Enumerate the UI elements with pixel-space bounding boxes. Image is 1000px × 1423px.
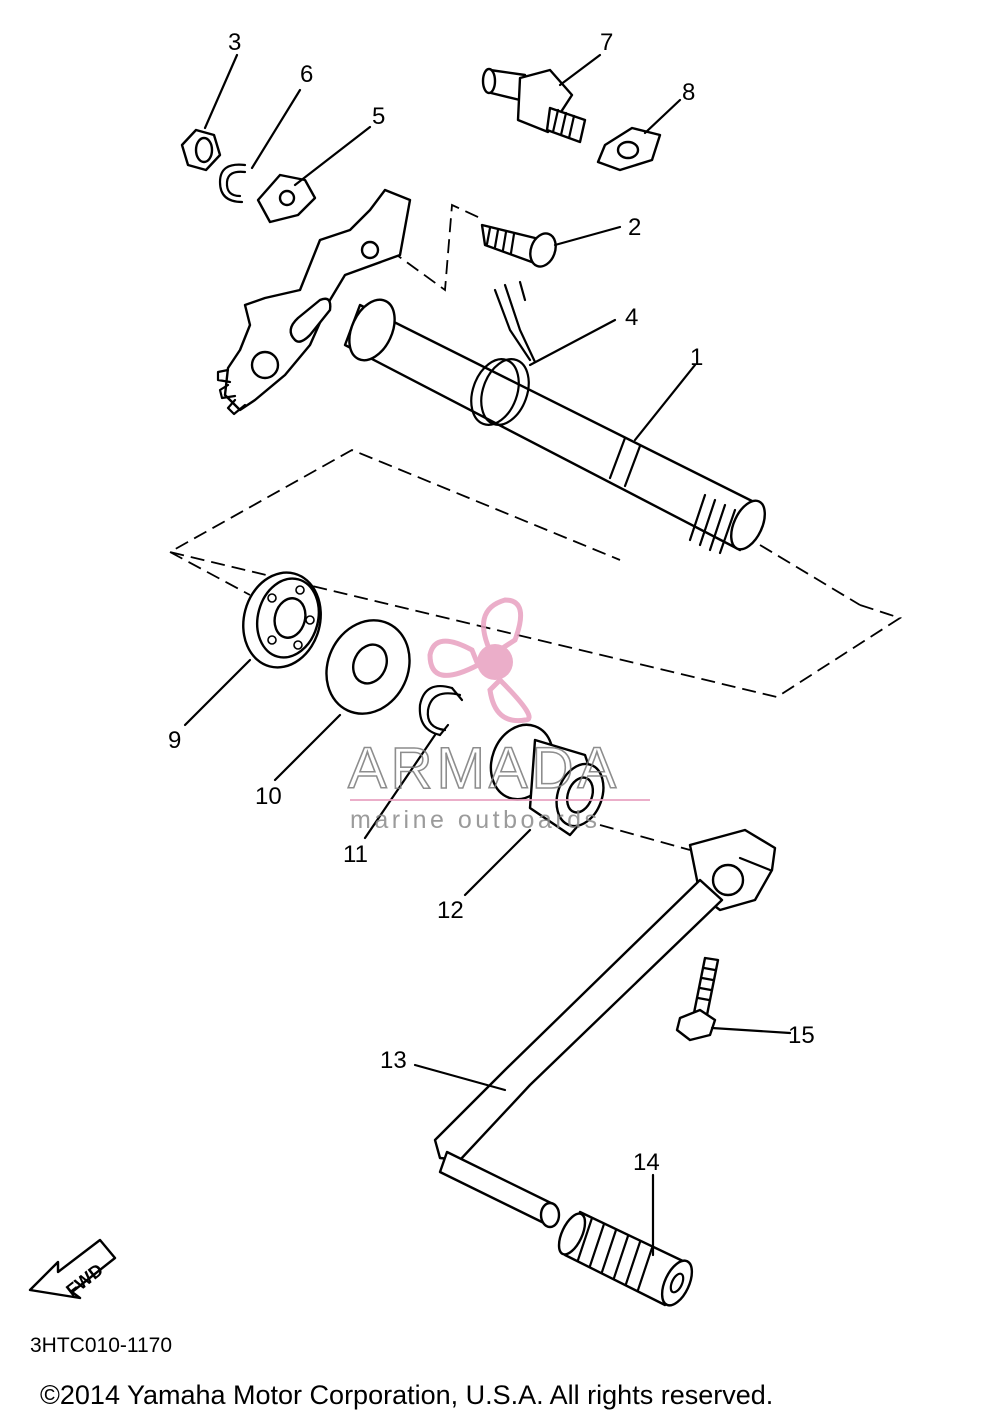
copyright-notice: ©2014 Yamaha Motor Corporation, U.S.A. A… (40, 1380, 774, 1410)
part-1-shift-shaft (216, 188, 766, 555)
part-4-spring (470, 280, 537, 426)
part-12-oil-seal (489, 723, 605, 837)
callout-11: 11 (343, 841, 368, 868)
armada-watermark: ARMADA marine outboards (347, 597, 650, 834)
callout-15: 15 (788, 1022, 815, 1049)
fwd-arrow-icon: FWD (28, 1238, 117, 1301)
callout-1: 1 (690, 344, 703, 371)
diagram-code: 3HTC010-1170 (30, 1334, 173, 1357)
part-10-washer (325, 619, 411, 715)
callout-8: 8 (682, 79, 695, 106)
part-15-bolt (675, 956, 720, 1042)
callout-5: 5 (372, 103, 385, 130)
part-2-bolt (480, 223, 557, 268)
part-8-lock-washer (596, 126, 662, 172)
reference-lines (167, 203, 903, 851)
part-13-shift-pedal (433, 828, 777, 1229)
callout-2: 2 (628, 214, 641, 241)
propeller-logo-icon (427, 597, 532, 724)
callout-6: 6 (300, 61, 313, 88)
part-7-stud-bolt (481, 67, 587, 144)
callout-12: 12 (437, 897, 464, 924)
callout-7: 7 (600, 29, 613, 56)
part-6-circlip (218, 163, 247, 204)
part-11-circlip (418, 684, 464, 737)
callout-14: 14 (633, 1149, 660, 1176)
callout-9: 9 (168, 727, 181, 754)
callout-10: 10 (255, 783, 282, 810)
callout-13: 13 (380, 1047, 407, 1074)
part-14-pedal-rubber (557, 1210, 694, 1307)
part-9-bearing (242, 571, 322, 669)
watermark-brand: ARMADA (348, 736, 620, 801)
leader-lines (183, 53, 792, 1257)
callout-4: 4 (625, 304, 638, 331)
callout-labels: 1 2 3 4 5 6 7 8 9 10 11 12 13 14 15 (168, 29, 815, 1176)
callout-3: 3 (228, 29, 241, 56)
watermark-tagline: marine outboards (350, 806, 601, 834)
part-5-plate (256, 173, 317, 224)
part-3-nut (180, 128, 222, 172)
